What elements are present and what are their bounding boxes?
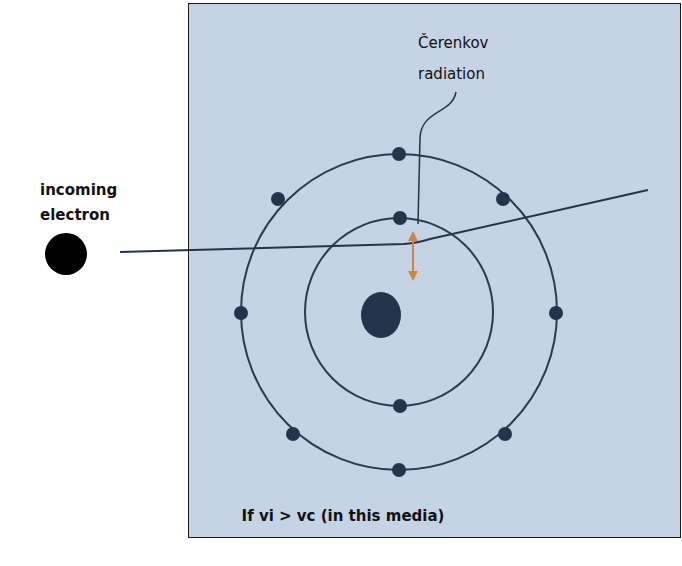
electron-track: [120, 190, 648, 252]
particle-label: incoming electron: [40, 178, 136, 228]
incoming-electron-dot: [45, 233, 87, 275]
radiation-label: Čerenkov radiation: [418, 28, 506, 90]
condition-text: If vi > vc (in this media): [242, 507, 445, 525]
outer-orbit: [241, 154, 557, 470]
medium-box: If vi > vc (in this media): [188, 3, 681, 538]
interaction-arrow: [412, 233, 414, 279]
leader-line: [418, 92, 456, 224]
medium-ground: [188, 3, 681, 538]
orbit-electrons: [234, 147, 563, 477]
nucleus: [361, 292, 401, 338]
